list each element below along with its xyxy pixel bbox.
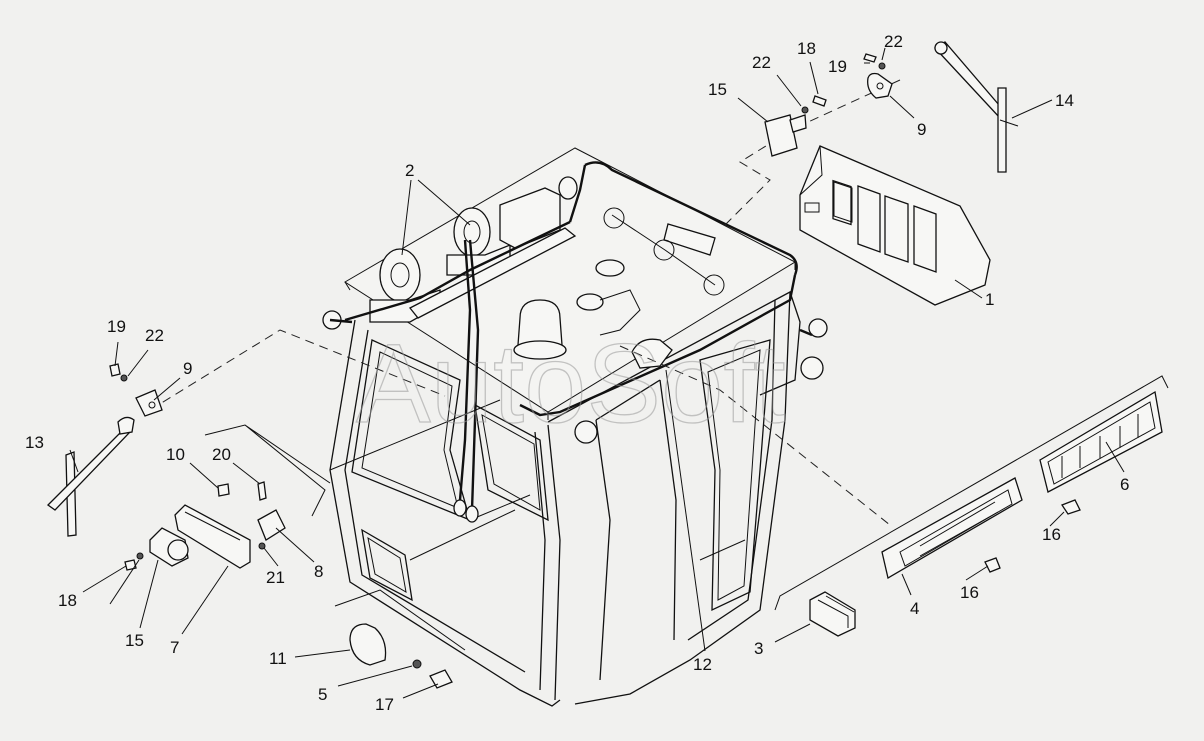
callout-labels: 2 1 3 4 5 6 7 8 9 9 10 11 12 13 14 15 15… — [25, 32, 1129, 714]
callout-2: 2 — [405, 161, 414, 180]
callout-20: 20 — [212, 445, 231, 464]
callout-16-center: 16 — [960, 583, 979, 602]
roof-equipment — [322, 176, 828, 444]
part-6-vent-grille — [1039, 390, 1163, 515]
part-11-lamp — [349, 623, 453, 689]
watermark-text: AutoSoft — [356, 321, 786, 446]
callout-17: 17 — [375, 695, 394, 714]
group-frames — [204, 375, 1169, 651]
callout-6: 6 — [1120, 475, 1129, 494]
callout-9-left: 9 — [183, 359, 192, 378]
callout-8: 8 — [314, 562, 323, 581]
part-3-switch-block — [809, 591, 856, 637]
callout-5: 5 — [318, 685, 327, 704]
part-14-wiper — [933, 41, 1019, 173]
callout-10: 10 — [166, 445, 185, 464]
callout-3: 3 — [754, 639, 763, 658]
cab-frame — [329, 147, 801, 707]
part-7-wiper-motor — [124, 504, 251, 571]
part-9-bracket-upper — [801, 53, 893, 114]
callout-19-right: 19 — [828, 57, 847, 76]
callout-18-bottom: 18 — [58, 591, 77, 610]
callout-21: 21 — [266, 568, 285, 587]
part-13-wiper — [46, 416, 135, 537]
callout-12: 12 — [693, 655, 712, 674]
callout-11: 11 — [269, 649, 287, 668]
callout-1: 1 — [985, 290, 994, 309]
callout-19-left: 19 — [107, 317, 126, 336]
callout-7: 7 — [170, 638, 179, 657]
leader-dashes — [149, 79, 901, 526]
part-9-bracket-lower — [109, 363, 163, 417]
callout-13: 13 — [25, 433, 44, 452]
callout-18-top: 18 — [797, 39, 816, 58]
callout-16-right: 16 — [1042, 525, 1061, 544]
callout-22-top-right: 22 — [884, 32, 903, 51]
part-15-motor-upper — [764, 114, 807, 157]
callout-22-left: 22 — [145, 326, 164, 345]
part-8-bracket — [217, 481, 286, 550]
part-4-vent-grille — [881, 477, 1023, 580]
callout-14: 14 — [1055, 91, 1074, 110]
callout-22-top-center: 22 — [752, 53, 771, 72]
callout-4: 4 — [910, 599, 919, 618]
callout-9-right: 9 — [917, 120, 926, 139]
part-1-panel — [799, 145, 991, 306]
wiring-harness — [329, 161, 813, 523]
callout-15-bottom: 15 — [125, 631, 144, 650]
leader-lines — [69, 47, 1125, 699]
callout-15-top: 15 — [708, 80, 727, 99]
